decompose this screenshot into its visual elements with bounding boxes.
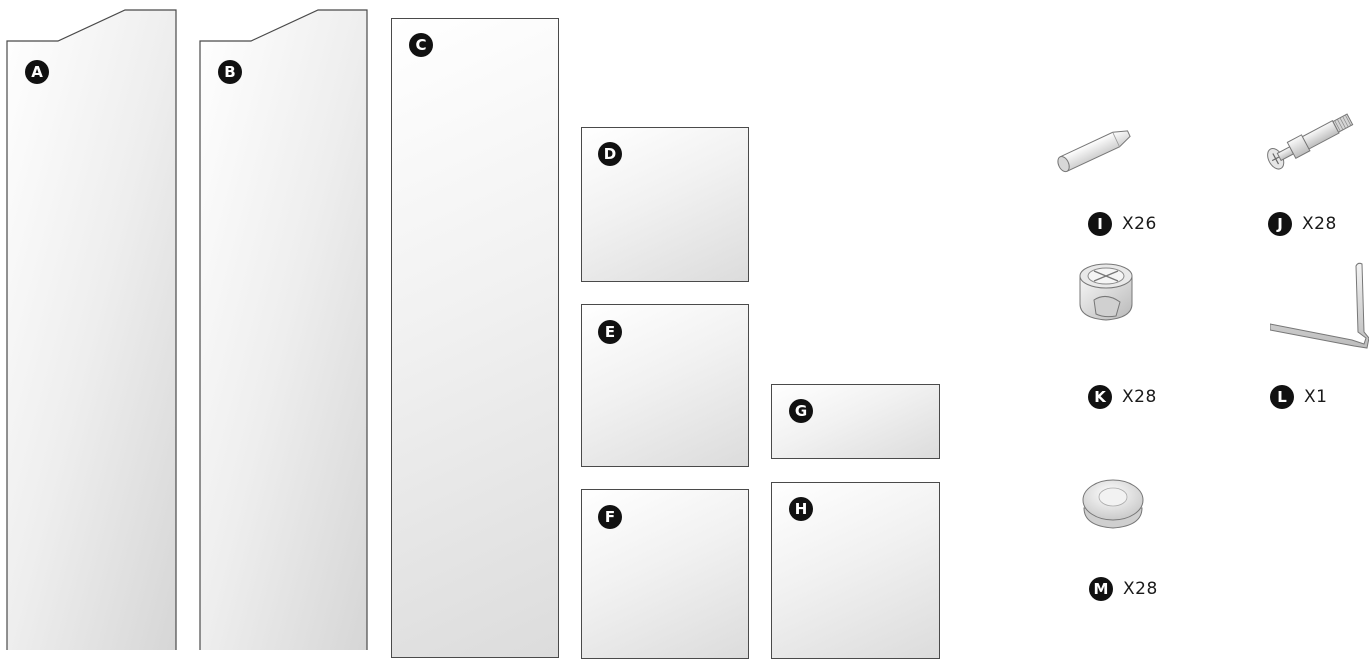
allen-key-icon <box>1270 262 1369 352</box>
panel-g-badge: G <box>789 399 813 423</box>
hardware-m-quantity: X28 <box>1123 579 1158 599</box>
panel-a-badge: A <box>25 60 49 84</box>
hardware-i-quantity: X26 <box>1122 214 1157 234</box>
hardware-k-badge: K <box>1088 385 1112 409</box>
panel-b-badge: B <box>218 60 242 84</box>
cam-lock-nut-icon <box>1072 258 1140 328</box>
cover-cap-icon <box>1078 470 1148 542</box>
hardware-m-label: M X28 <box>1089 577 1158 601</box>
hardware-j-label: J X28 <box>1268 212 1337 236</box>
hardware-k-quantity: X28 <box>1122 387 1157 407</box>
hardware-i-label: I X26 <box>1088 212 1157 236</box>
hardware-l-quantity: X1 <box>1304 387 1327 407</box>
hardware-l-badge: L <box>1270 385 1294 409</box>
panel-h-badge: H <box>789 497 813 521</box>
wooden-dowel-icon <box>1048 110 1148 185</box>
panel-b <box>190 0 375 650</box>
panel-d-badge: D <box>598 142 622 166</box>
panel-e-badge: E <box>598 320 622 344</box>
panel-a <box>0 0 180 650</box>
hardware-k-label: K X28 <box>1088 385 1157 409</box>
panel-f-badge: F <box>598 505 622 529</box>
hardware-m-badge: M <box>1089 577 1113 601</box>
panel-c-badge: C <box>409 33 433 57</box>
hardware-j-quantity: X28 <box>1302 214 1337 234</box>
panel-c <box>391 18 559 658</box>
cam-bolt-icon <box>1255 95 1367 185</box>
hardware-l-label: L X1 <box>1270 385 1327 409</box>
hardware-i-badge: I <box>1088 212 1112 236</box>
hardware-j-badge: J <box>1268 212 1292 236</box>
